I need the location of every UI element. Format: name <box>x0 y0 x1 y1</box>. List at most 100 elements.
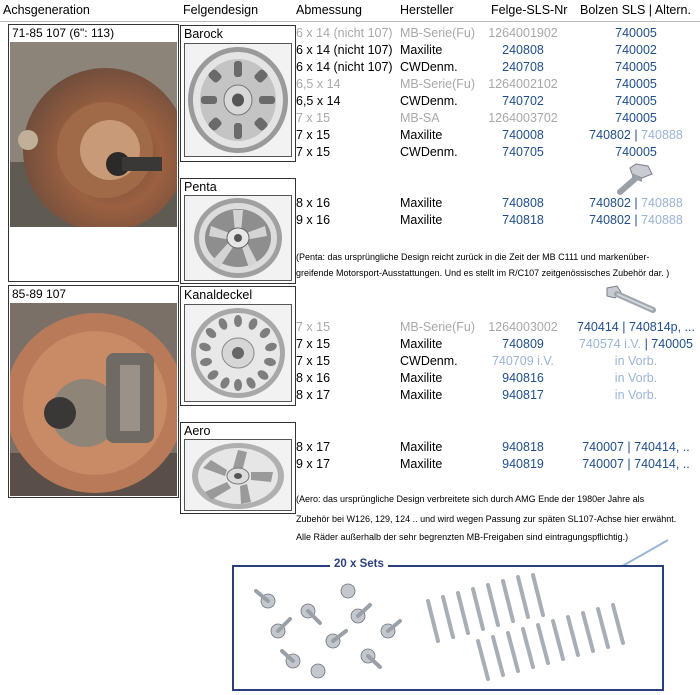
table-row: 8 x 16 Maxilite 940816 in Vorb. <box>0 370 700 387</box>
bolzen-primary: 740005 <box>615 94 657 108</box>
bolzen-alternative: 740888 <box>641 128 683 142</box>
cell-abmessung: 6,5 x 14 <box>296 77 341 91</box>
wheel-image-kanaldeckel <box>184 304 292 402</box>
cell-felge-nr: 740809 <box>502 337 544 351</box>
table-row: 6 x 14 (nicht 107) MB-Serie(Fu) 12640019… <box>0 25 700 42</box>
table-row: 6,5 x 14 MB-Serie(Fu) 1264002102 740005 <box>0 76 700 93</box>
cell-abmessung: 7 x 15 <box>296 354 331 368</box>
cell-abmessung: 6 x 14 (nicht 107) <box>296 60 393 74</box>
cell-felge-nr: 940817 <box>502 388 544 402</box>
cell-felge-nr: 940819 <box>502 457 544 471</box>
table-row: 6,5 x 14 CWDenm. 740702 740005 <box>0 93 700 110</box>
header-bolzen: Bolzen SLS | Altern. <box>580 3 691 17</box>
header-hersteller: Hersteller <box>400 3 454 17</box>
cell-felge-nr: 1264002102 <box>488 77 558 91</box>
table-row: 7 x 15 CWDenm. 740705 740005 <box>0 144 700 161</box>
cell-felge-nr: 940816 <box>502 371 544 385</box>
wheel-box-kanaldeckel: Kanaldeckel <box>180 286 296 406</box>
table-row: 6 x 14 (nicht 107) CWDenm. 240708 740005 <box>0 59 700 76</box>
header-felgendesign: Felgendesign <box>183 3 259 17</box>
table-row: 6 x 14 (nicht 107) Maxilite 240808 74000… <box>0 42 700 59</box>
bolzen-primary: 740005 <box>615 145 657 159</box>
cell-abmessung: 8 x 17 <box>296 440 331 454</box>
wheel-image-barock <box>184 43 292 157</box>
bolt-sets-photo <box>238 571 658 683</box>
cell-felge-nr: 1264001902 <box>488 26 558 40</box>
generation-label: 71-85 107 (6": 113) <box>12 26 115 40</box>
bolzen-separator: | <box>641 337 652 351</box>
cell-felge-nr: 740818 <box>502 213 544 227</box>
cell-bolzen: 740005 <box>572 76 700 93</box>
aero-note-line-3: Alle Räder außerhalb der sehr begrenzten… <box>296 532 629 542</box>
cell-hersteller: Maxilite <box>400 337 443 351</box>
cell-felge-nr: 1264003702 <box>488 111 558 125</box>
bolzen-primary: 740005 <box>615 26 657 40</box>
bolzen-primary: 740005 <box>615 111 657 125</box>
table-row: 9 x 16 Maxilite 740818 740802 | 740888 <box>0 212 700 229</box>
cell-hersteller: Maxilite <box>400 388 443 402</box>
bolzen-separator: | <box>630 196 642 210</box>
bolzen-primary: 740414 <box>577 320 619 334</box>
generation-box-71-85: 71-85 107 (6": 113) <box>8 24 179 282</box>
wheel-box-penta: Penta <box>180 178 296 284</box>
wheel-box-barock: Barock <box>180 25 296 162</box>
table-row: 7 x 15 Maxilite 740008 740802 | 740888 <box>0 127 700 144</box>
long-bolt-icon <box>603 282 659 316</box>
cell-bolzen: 740414 | 740814p, ... <box>572 319 700 336</box>
bolzen-alternative: 740414, .. <box>634 457 690 471</box>
cell-abmessung: 9 x 16 <box>296 213 331 227</box>
bolt-icon <box>612 160 658 196</box>
wheel-name-kanaldeckel: Kanaldeckel <box>184 288 253 302</box>
cell-hersteller: Maxilite <box>400 43 443 57</box>
bolzen-primary: 740802 <box>589 196 631 210</box>
table-row: 8 x 16 Maxilite 740808 740802 | 740888 <box>0 195 700 212</box>
table-row: 8 x 17 Maxilite 940817 in Vorb. <box>0 387 700 404</box>
header-achsgeneration: Achsgeneration <box>3 3 90 17</box>
cell-abmessung: 7 x 15 <box>296 145 331 159</box>
table-row: 9 x 17 Maxilite 940819 740007 | 740414, … <box>0 456 700 473</box>
sets-box <box>232 565 664 691</box>
cell-bolzen: 740007 | 740414, .. <box>572 456 700 473</box>
cell-bolzen: 740005 <box>572 25 700 42</box>
cell-bolzen: 740802 | 740888 <box>572 195 700 212</box>
penta-note-line-1: (Penta: das ursprüngliche Design reicht … <box>296 252 650 262</box>
bolzen-primary: 740007 <box>582 440 624 454</box>
wheel-box-aero: Aero <box>180 422 296 514</box>
bolzen-separator: | <box>623 440 635 454</box>
cell-hersteller: Maxilite <box>400 440 443 454</box>
cell-hersteller: Maxilite <box>400 196 443 210</box>
cell-felge-nr: 1264003002 <box>488 320 558 334</box>
wheel-image-aero <box>184 439 292 511</box>
bolzen-primary: 740574 i.V. <box>578 337 642 351</box>
cell-hersteller: CWDenm. <box>400 60 458 74</box>
cell-hersteller: CWDenm. <box>400 354 458 368</box>
cell-felge-nr: 940818 <box>502 440 544 454</box>
cell-hersteller: Maxilite <box>400 371 443 385</box>
bolzen-primary: 740802 <box>589 213 631 227</box>
bolzen-primary: 740002 <box>615 43 657 57</box>
bolzen-alternative: 740005 <box>651 337 694 351</box>
header-divider <box>0 21 700 22</box>
bolzen-separator: | <box>630 213 642 227</box>
cell-abmessung: 7 x 15 <box>296 320 331 334</box>
generation-box-85-89: 85-89 107 <box>8 285 179 498</box>
cell-hersteller: MB-Serie(Fu) <box>400 77 476 91</box>
bolzen-primary: in Vorb. <box>614 388 658 402</box>
sets-label: 20 x Sets <box>330 557 388 571</box>
cell-abmessung: 6,5 x 14 <box>296 94 341 108</box>
table-row: 7 x 15 Maxilite 740809 740574 i.V. | 740… <box>0 336 700 353</box>
brake-disc-photo-late <box>10 303 177 496</box>
generation-label: 85-89 107 <box>12 287 67 301</box>
cell-abmessung: 7 x 15 <box>296 111 331 125</box>
bolzen-primary: 740007 <box>582 457 624 471</box>
cell-hersteller: Maxilite <box>400 213 443 227</box>
bolzen-separator: | <box>618 320 629 334</box>
bolzen-primary: in Vorb. <box>614 354 658 368</box>
cell-bolzen: in Vorb. <box>572 353 700 370</box>
cell-bolzen: 740005 <box>572 59 700 76</box>
cell-abmessung: 7 x 15 <box>296 337 331 351</box>
wheel-name-penta: Penta <box>184 180 217 194</box>
cell-felge-nr: 740808 <box>502 196 544 210</box>
bolzen-primary: in Vorb. <box>614 371 658 385</box>
bolzen-separator: | <box>630 128 642 142</box>
